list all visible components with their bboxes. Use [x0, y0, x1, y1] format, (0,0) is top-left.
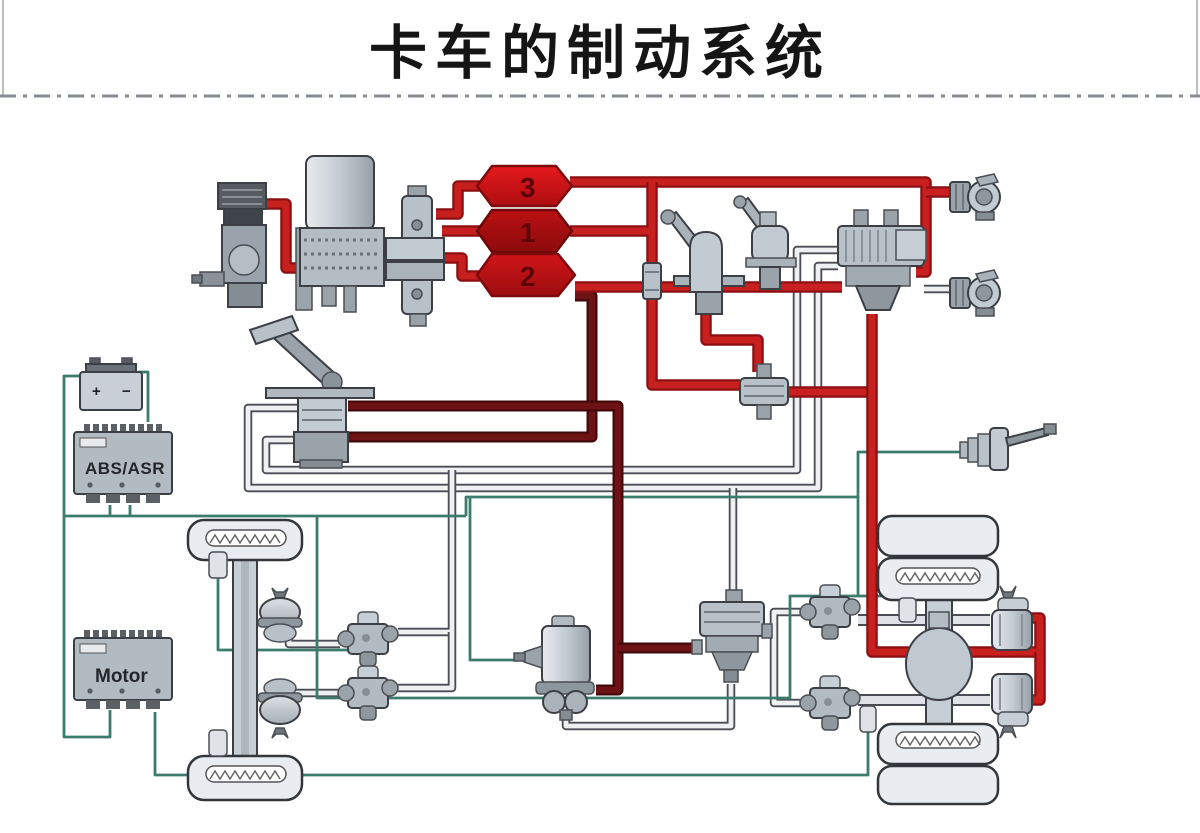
main-wire-bus-right	[464, 495, 858, 516]
supply-line-top-main	[570, 176, 932, 278]
spring-brake-chamber-upper	[991, 585, 1033, 651]
supply-line-tank1-drop	[570, 182, 740, 391]
parking-brake-valve	[733, 195, 797, 290]
battery-to-motor-wire	[62, 374, 112, 739]
front-axle-feed-line	[398, 470, 457, 637]
front-chamber-pipe-upper	[284, 634, 340, 649]
coupling-head-supply	[949, 173, 1001, 221]
tank2-feed-line	[442, 252, 480, 282]
rear-wheels-bottom	[876, 722, 1000, 806]
battery-plus-label: +	[92, 383, 101, 400]
rear-wheels-top	[876, 514, 1000, 602]
hand-brake-valve	[660, 209, 745, 315]
air-dryer	[295, 155, 385, 313]
air-compressor	[191, 182, 267, 308]
coupling-head-control	[949, 269, 1001, 317]
abs-ecu-label: ABS/ASR	[85, 459, 165, 478]
handbrake-valve-line	[700, 296, 764, 372]
service-line-delivery	[348, 400, 624, 696]
front-brake-chamber-upper	[257, 587, 303, 643]
air-tank-1: 1	[475, 208, 574, 254]
tank-1-label: 1	[520, 217, 536, 248]
motor-to-rear-sensor-wire	[153, 712, 870, 777]
four-circuit-protection-valve	[385, 185, 445, 327]
rear-axle	[859, 514, 1000, 806]
front-bottom-wheel-sensor	[208, 729, 228, 757]
service-line-supply-from-tank2	[348, 290, 598, 443]
pipe-union	[642, 262, 662, 300]
front-axle	[186, 518, 304, 802]
front-abs-modulator-lower	[337, 665, 399, 721]
front-wheel-bottom	[186, 754, 304, 802]
spring-brake-chamber-lower	[991, 673, 1033, 739]
motor-ecu-label: Motor	[95, 666, 148, 687]
tank-2-label: 2	[520, 261, 536, 292]
battery-minus-label: −	[122, 383, 131, 400]
trailer-control-valve	[837, 209, 927, 311]
relay-valve	[691, 589, 773, 683]
abs-ecu-wires	[108, 505, 132, 516]
front-axle-feed-line-lower	[398, 632, 457, 693]
control-line-to-trailer-valve-2	[243, 261, 838, 493]
front-top-wheel-sensor	[208, 551, 228, 579]
distribution-valve	[739, 363, 789, 420]
differential	[905, 627, 973, 701]
foot-brake-valve	[248, 314, 375, 469]
rear-abs-modulator-upper	[799, 584, 861, 640]
rear-top-wheel-sensor	[898, 597, 917, 623]
air-tank-2: 2	[475, 252, 577, 298]
rear-abs-modulator-lower	[799, 675, 861, 731]
front-abs-modulator-upper	[337, 611, 399, 667]
solenoid-relay-valve	[513, 615, 595, 721]
tank3-feed-line	[436, 180, 480, 220]
control-line-to-trailer-valve-1	[261, 245, 838, 475]
solenoid-valve-wire	[468, 497, 540, 662]
rear-bottom-wheel-sensor	[859, 705, 877, 733]
tank-3-label: 3	[520, 172, 536, 203]
abs-asr-ecu: ABS/ASR	[73, 424, 173, 503]
battery: + −	[79, 357, 143, 411]
front-wheel-top	[186, 518, 304, 562]
front-brake-chamber-lower	[257, 678, 303, 739]
air-tank-3: 3	[475, 164, 574, 208]
relay-to-rear-modulator-lower	[769, 630, 800, 708]
load-sensor-wire	[856, 450, 960, 596]
page-title: 卡车的制动系统	[368, 21, 831, 86]
load-sensor	[959, 423, 1057, 471]
motor-ecu: Motor	[73, 630, 173, 709]
